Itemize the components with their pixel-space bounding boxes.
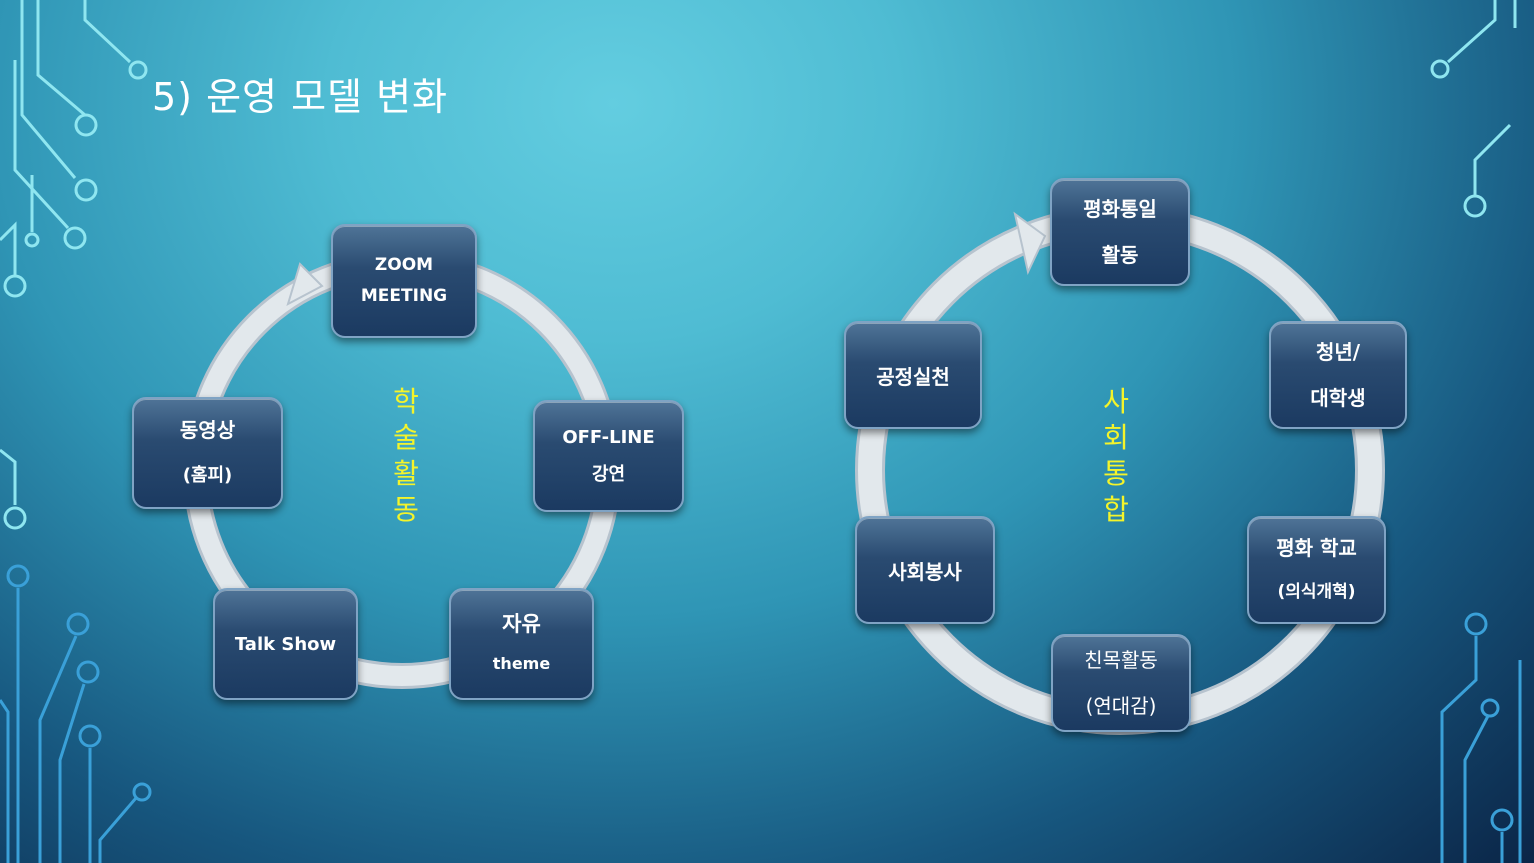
node-line: (연대감): [1086, 683, 1157, 729]
slide-title: 5) 운영 모델 변화: [152, 66, 448, 121]
center-label-char: 학: [386, 384, 426, 420]
node-friendship: 친목활동 (연대감): [1051, 634, 1191, 732]
node-talk-show: Talk Show: [213, 588, 358, 700]
node-line: 청년/: [1316, 329, 1360, 375]
node-line: 동영상: [180, 407, 235, 453]
center-label-char: 합: [1096, 492, 1136, 528]
center-label-char: 동: [386, 492, 426, 528]
right-cycle-center-label: 사 회 통 합: [1096, 384, 1136, 528]
node-line: (의식개혁): [1277, 570, 1355, 614]
node-line: 강연: [592, 456, 625, 493]
node-line: 친목활동: [1084, 637, 1158, 683]
node-line: ZOOM: [375, 250, 433, 281]
left-cycle-center-label: 학 술 활 동: [386, 384, 426, 528]
node-line: 평화통일: [1083, 186, 1157, 232]
node-free-theme: 자유 theme: [449, 588, 594, 700]
node-youth-students: 청년/ 대학생: [1269, 321, 1407, 429]
node-zoom-meeting: ZOOM MEETING: [331, 224, 477, 338]
center-label-char: 회: [1096, 420, 1136, 456]
center-label-char: 술: [386, 420, 426, 456]
center-label-char: 활: [386, 456, 426, 492]
node-fair-practice: 공정실천: [844, 321, 982, 429]
node-line: OFF-LINE: [562, 419, 654, 456]
node-line: 자유: [502, 604, 541, 644]
node-line: (홈피): [183, 453, 233, 499]
node-line: 사회봉사: [888, 556, 962, 585]
node-line: theme: [493, 644, 550, 684]
node-line: 공정실천: [876, 361, 950, 390]
node-line: 활동: [1102, 232, 1139, 278]
node-line: 대학생: [1310, 375, 1365, 421]
node-offline-lecture: OFF-LINE 강연: [533, 400, 684, 512]
node-line: 평화 학교: [1276, 526, 1357, 570]
center-label-char: 사: [1096, 384, 1136, 420]
node-line: MEETING: [361, 281, 447, 312]
center-label-char: 통: [1096, 456, 1136, 492]
node-line: Talk Show: [235, 634, 336, 655]
node-peace-school: 평화 학교 (의식개혁): [1247, 516, 1386, 624]
node-volunteer: 사회봉사: [855, 516, 995, 624]
node-peace-unification: 평화통일 활동: [1050, 178, 1190, 286]
node-video-homepage: 동영상 (홈피): [132, 397, 283, 509]
